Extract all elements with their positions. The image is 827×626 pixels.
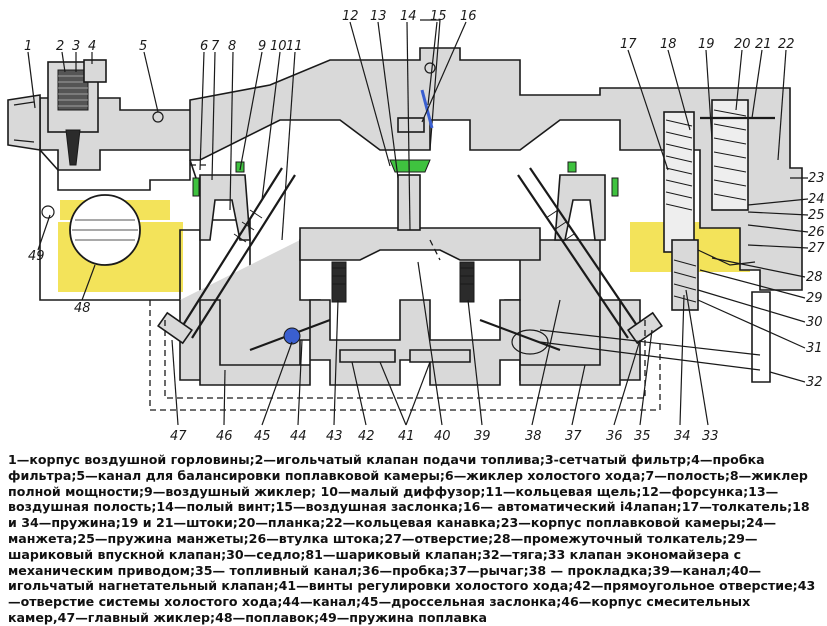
callout-37: 37 (565, 429, 582, 444)
callout-31: 31 (806, 341, 823, 356)
callout-20: 20 (734, 37, 751, 52)
callout-28: 28 (806, 270, 823, 285)
linkage-rod (751, 291, 771, 383)
left-screw-stack (331, 261, 347, 303)
right-throttle-axis (511, 329, 549, 355)
parts-legend: 1—корпус воздушной горловины;2—игольчаты… (8, 452, 820, 626)
callout-8: 8 (228, 39, 236, 54)
callout-13: 13 (370, 9, 387, 24)
callout-10: 10 (270, 39, 287, 54)
callout-41: 41 (398, 429, 415, 444)
right-throttle (479, 318, 561, 352)
callout-5: 5 (139, 39, 147, 54)
callout-40: 40 (434, 429, 451, 444)
idle-screws (339, 349, 471, 363)
callout-30: 30 (806, 315, 823, 330)
callout-39: 39 (474, 429, 491, 444)
mesh-filter (57, 69, 89, 111)
callout-12: 12 (342, 9, 359, 24)
callout-2: 2 (56, 39, 64, 54)
callout-36: 36 (606, 429, 623, 444)
nozzle-valve (389, 159, 431, 173)
callout-16: 16 (460, 9, 477, 24)
callout-27: 27 (808, 241, 825, 256)
callout-18: 18 (660, 37, 677, 52)
callout-6: 6 (200, 39, 208, 54)
right-green-jet (611, 177, 619, 197)
callout-3: 3 (72, 39, 80, 54)
callout-21: 21 (755, 37, 772, 52)
right-air-jet (567, 161, 577, 173)
auto-valve (397, 117, 425, 133)
callout-25: 25 (808, 208, 825, 223)
callout-43: 43 (326, 429, 343, 444)
atomizer-block (299, 227, 541, 261)
callout-1: 1 (24, 39, 32, 54)
intermediate-pusher (697, 249, 756, 266)
callout-32: 32 (806, 375, 823, 390)
callout-38: 38 (525, 429, 542, 444)
callout-4: 4 (88, 39, 96, 54)
parts-legend-text: 1—корпус воздушной горловины;2—игольчаты… (8, 452, 816, 625)
callout-46: 46 (216, 429, 233, 444)
callout-26: 26 (808, 225, 825, 240)
callout-35: 35 (634, 429, 651, 444)
callout-22: 22 (778, 37, 795, 52)
left-emulsion-tube (179, 167, 296, 339)
choke-blade (420, 89, 434, 129)
callout-11: 11 (286, 39, 303, 54)
right-emulsion-tube (517, 167, 641, 339)
callout-42: 42 (358, 429, 375, 444)
callout-17: 17 (620, 37, 637, 52)
callout-44: 44 (290, 429, 307, 444)
callout-23: 23 (808, 171, 825, 186)
callout-15: 15 (430, 9, 447, 24)
mixing-chamber-base (199, 299, 621, 386)
left-throttle-axis (283, 327, 301, 345)
air-horn-housing (39, 47, 803, 291)
carburetor-diagram: 1 2 3 4 5 6 7 8 9 10 11 12 13 14 15 16 1… (7, 9, 825, 444)
callout-47: 47 (170, 429, 187, 444)
idle-channel (149, 300, 661, 411)
right-diffuser (554, 174, 606, 241)
air-choke (420, 19, 441, 151)
callout-33: 33 (702, 429, 719, 444)
left-green-jet (192, 177, 200, 197)
callout-7: 7 (211, 39, 220, 54)
callout-19: 19 (698, 37, 715, 52)
needle-valve (65, 129, 81, 166)
callout-34: 34 (674, 429, 691, 444)
main-jet-right (627, 311, 663, 345)
callout-14: 14 (400, 9, 417, 24)
left-diffuser (199, 174, 251, 241)
callout-45: 45 (254, 429, 271, 444)
main-jet-left (157, 311, 193, 345)
callout-9: 9 (258, 39, 266, 54)
left-float-chamber (39, 147, 251, 301)
filter-plug (83, 59, 107, 83)
callout-29: 29 (806, 291, 823, 306)
callout-49: 49 (28, 249, 45, 264)
float-spring (41, 205, 55, 219)
right-screw-stack (459, 261, 475, 303)
callout-48: 48 (74, 301, 91, 316)
callout-24: 24 (808, 192, 825, 207)
